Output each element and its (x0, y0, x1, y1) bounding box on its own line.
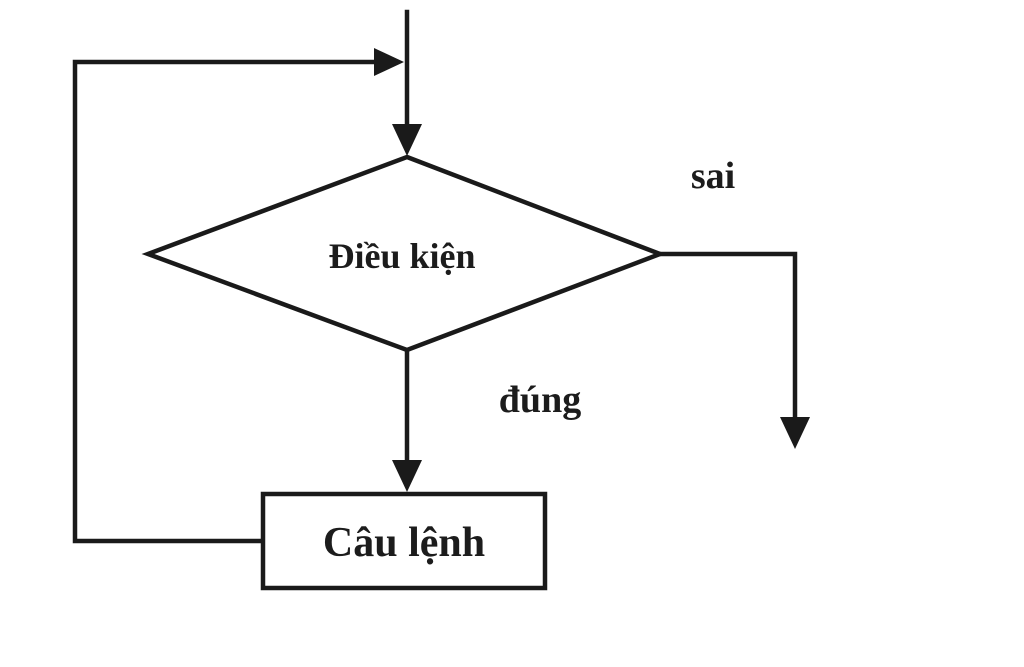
true-branch-arrowhead-down-icon (392, 460, 422, 492)
false-branch-line (657, 251, 798, 427)
entry-arrowhead-down-icon (392, 124, 422, 156)
statement-node (260, 491, 548, 591)
condition-node-label: Điều kiện (328, 236, 475, 276)
true-branch-label: đúng (499, 379, 581, 421)
statement-node-label: Câu lệnh (323, 520, 485, 566)
loop-back-line (72, 59, 379, 544)
loop-back-arrowhead-right-icon (374, 48, 404, 76)
false-branch-label: sai (691, 155, 735, 197)
false-branch-arrowhead-down-icon (780, 417, 810, 449)
